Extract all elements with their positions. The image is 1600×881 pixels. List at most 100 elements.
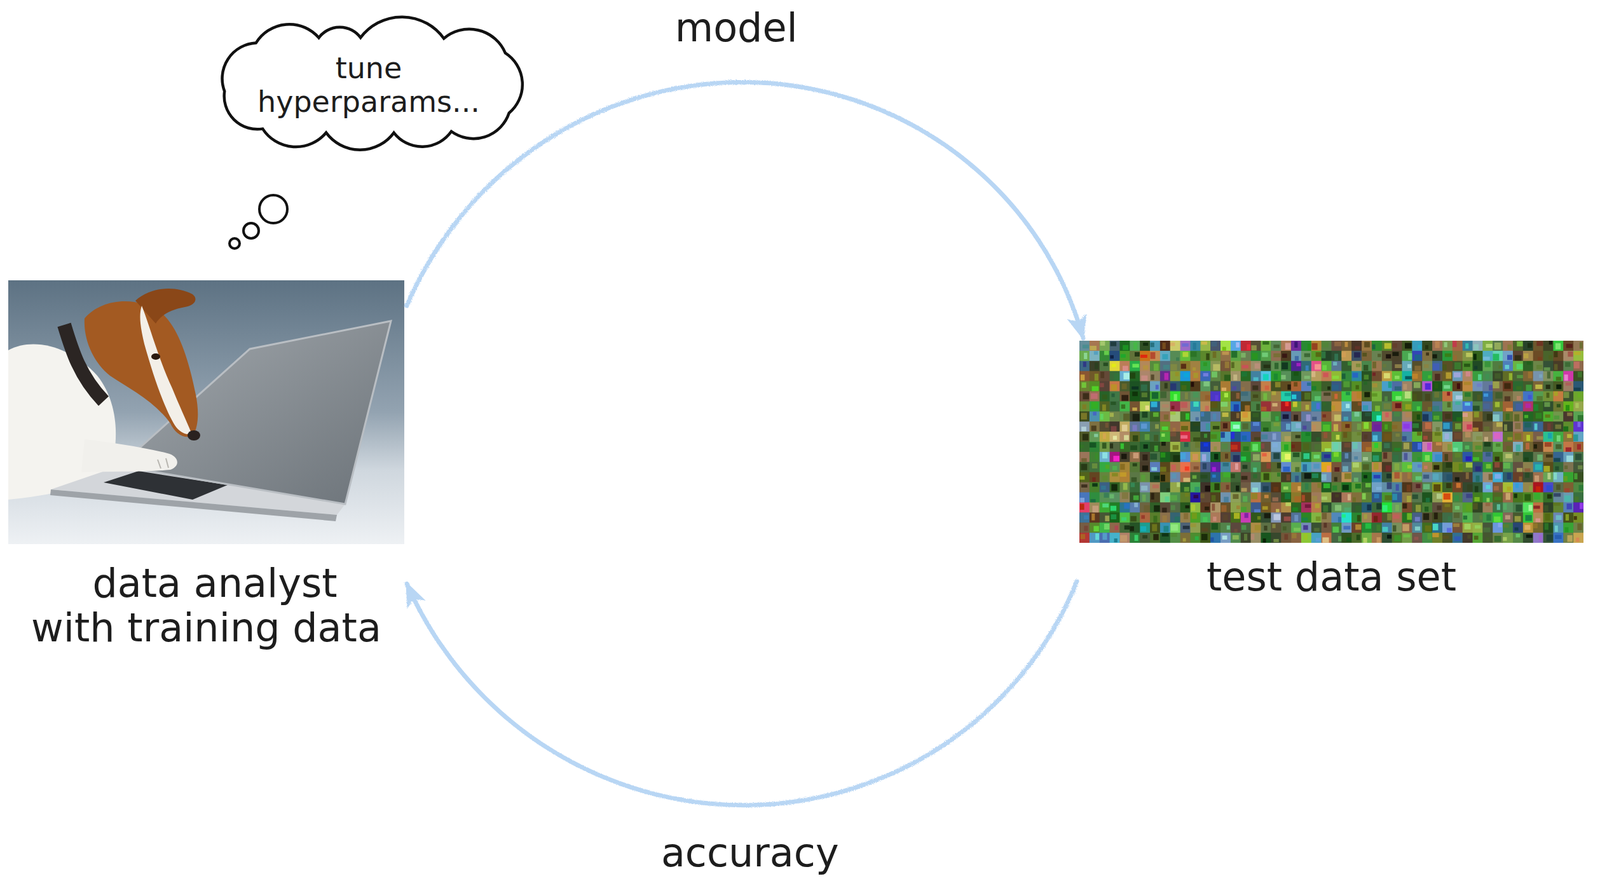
mosaic-detail (1434, 391, 1440, 398)
mosaic-tile (1482, 472, 1493, 483)
mosaic-detail (1231, 350, 1238, 358)
mosaic-tile (1119, 411, 1130, 422)
mosaic-tile (1381, 421, 1393, 432)
mosaic-tile (1291, 411, 1302, 422)
mosaic-detail (1295, 423, 1301, 429)
mosaic-tile (1220, 441, 1231, 452)
mosaic-tile (1482, 492, 1493, 503)
mosaic-tile (1442, 391, 1453, 402)
mosaic-detail (1201, 341, 1208, 345)
mosaic-tile (1189, 512, 1201, 523)
mosaic-tile (1573, 532, 1584, 543)
mosaic-tile (1200, 472, 1211, 483)
mosaic-detail (1331, 384, 1339, 390)
mosaic-tile (1411, 391, 1423, 402)
mosaic-tile (1432, 371, 1443, 382)
mosaic-detail (1395, 433, 1400, 437)
mosaic-detail (1525, 443, 1530, 451)
mosaic-tile (1139, 401, 1150, 412)
mosaic-detail (1334, 393, 1338, 399)
mosaic-detail (1181, 401, 1188, 408)
mosaic-tile (1109, 361, 1121, 372)
mosaic-detail (1161, 441, 1166, 446)
mosaic-detail (1382, 364, 1386, 368)
mosaic-detail (1392, 425, 1398, 430)
mosaic-tile (1392, 350, 1403, 362)
mosaic-detail (1285, 343, 1292, 351)
mosaic-tile (1280, 522, 1292, 533)
dog-eye (151, 353, 161, 360)
mosaic-detail (1412, 423, 1419, 428)
mosaic-tile (1251, 411, 1262, 422)
mosaic-tile (1331, 522, 1342, 533)
mosaic-detail (1282, 353, 1288, 358)
mosaic-detail (1123, 372, 1129, 379)
mosaic-tile (1189, 451, 1201, 463)
mosaic-tile (1291, 350, 1302, 362)
mosaic-detail (1486, 497, 1490, 502)
mosaic-detail (1485, 502, 1491, 506)
mosaic-tile (1240, 512, 1252, 523)
mosaic-detail (1498, 365, 1503, 369)
mosaic-detail (1332, 485, 1338, 491)
mosaic-tile (1573, 371, 1584, 382)
mosaic-detail (1150, 374, 1154, 381)
mosaic-tile (1079, 401, 1090, 412)
mosaic-tile (1331, 462, 1342, 473)
mosaic-tile (1119, 340, 1130, 351)
mosaic-detail (1195, 441, 1200, 448)
mosaic-detail (1193, 401, 1199, 407)
mosaic-tile (1149, 522, 1161, 533)
mosaic-tile (1119, 421, 1130, 432)
mosaic-detail (1190, 351, 1197, 358)
mosaic-tile (1301, 441, 1312, 452)
mosaic-tile (1371, 340, 1382, 351)
mosaic-tile (1552, 512, 1564, 523)
mosaic-detail (1291, 444, 1295, 449)
mosaic-tile (1411, 381, 1423, 392)
mosaic-detail (1222, 412, 1229, 418)
mosaic-detail (1505, 408, 1513, 412)
mosaic-tile (1109, 451, 1121, 463)
mosaic-detail (1242, 464, 1248, 469)
mosaic-detail (1365, 446, 1372, 451)
mosaic-tile (1099, 350, 1110, 362)
mosaic-detail (1434, 373, 1440, 381)
mosaic-detail (1153, 434, 1159, 442)
mosaic-detail (1363, 381, 1367, 385)
mosaic-tile (1381, 502, 1393, 513)
mosaic-detail (1353, 352, 1361, 358)
mosaic-tile (1472, 391, 1484, 402)
mosaic-detail (1113, 455, 1120, 462)
mosaic-detail (1556, 404, 1561, 408)
mosaic-tile (1552, 340, 1564, 351)
mosaic-tile (1251, 431, 1262, 442)
mosaic-detail (1109, 493, 1115, 499)
mosaic-detail (1363, 514, 1367, 520)
mosaic-tile (1170, 441, 1181, 452)
mosaic-tile (1452, 431, 1463, 442)
mosaic-tile (1321, 401, 1332, 412)
mosaic-detail (1516, 444, 1521, 452)
mosaic-detail (1394, 448, 1401, 452)
mosaic-detail (1483, 527, 1491, 533)
mosaic-tile (1210, 512, 1221, 523)
mosaic-tile (1280, 391, 1292, 402)
mosaic-tile (1351, 411, 1362, 422)
mosaic-tile (1301, 532, 1312, 543)
mosaic-tile (1442, 462, 1453, 473)
mosaic-tile (1079, 522, 1090, 533)
mosaic-detail (1120, 354, 1126, 358)
mosaic-tile (1200, 350, 1211, 362)
mosaic-tile (1180, 391, 1191, 402)
mosaic-tile (1129, 462, 1140, 473)
mosaic-detail (1182, 538, 1187, 542)
mosaic-detail (1536, 396, 1543, 401)
mosaic-detail (1395, 484, 1400, 491)
mosaic-detail (1394, 535, 1401, 542)
mosaic-detail (1104, 492, 1110, 498)
mosaic-detail (1402, 503, 1407, 509)
mosaic-tile (1381, 472, 1393, 483)
mosaic-tile (1099, 522, 1110, 533)
mosaic-detail (1533, 492, 1541, 500)
